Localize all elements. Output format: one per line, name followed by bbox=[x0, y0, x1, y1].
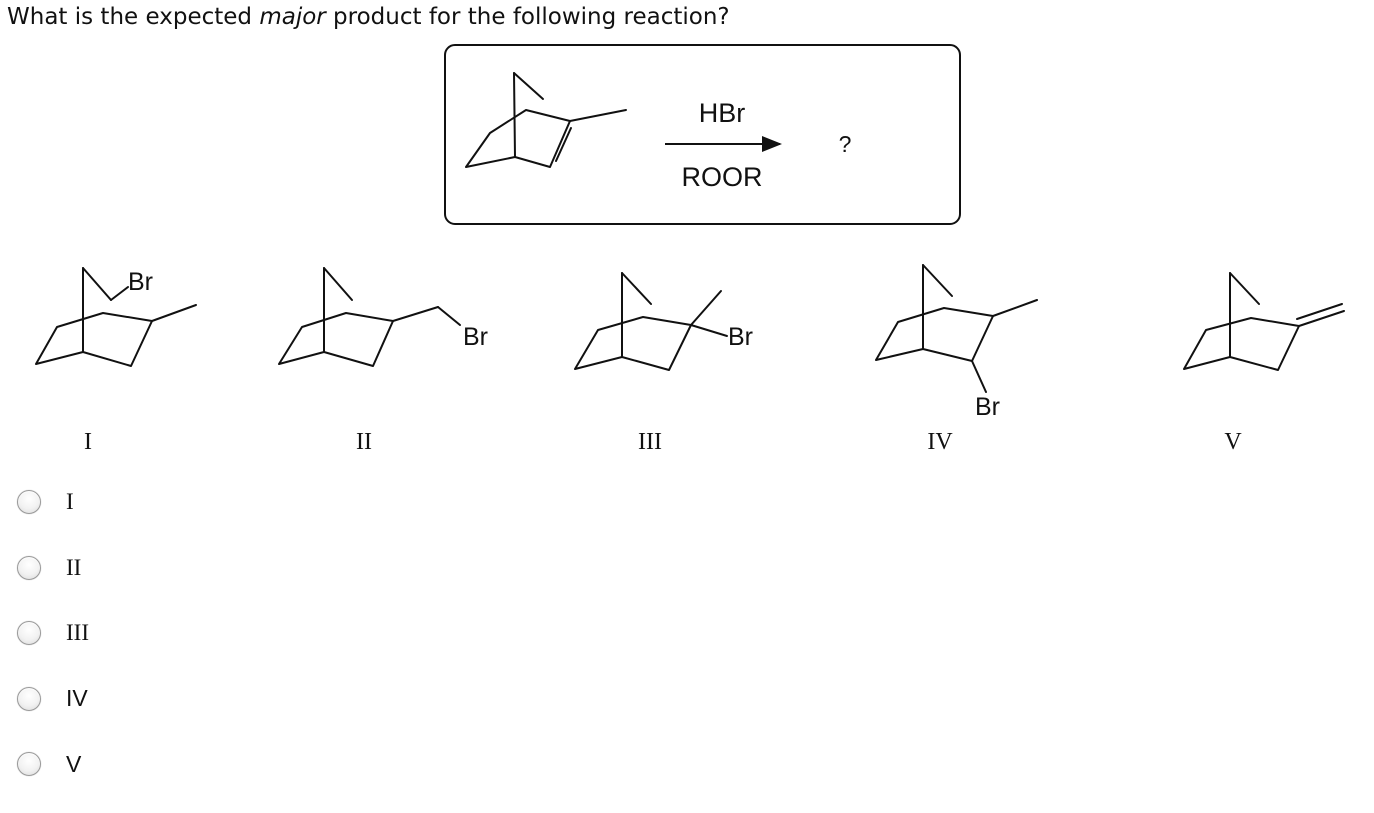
answer-label-i: I bbox=[66, 489, 74, 514]
answer-option-iii[interactable]: III bbox=[17, 616, 89, 650]
structure-v: V bbox=[1183, 272, 1345, 455]
question-text: What is the expected major product for t… bbox=[7, 4, 730, 30]
structure-ii-numeral: II bbox=[356, 429, 372, 455]
reactant-structure bbox=[465, 72, 627, 168]
product-question-mark: ? bbox=[839, 131, 852, 157]
answer-options: I II III IV V bbox=[17, 485, 89, 813]
radio-button-i[interactable] bbox=[17, 490, 41, 514]
structure-i-br-label: Br bbox=[128, 268, 153, 296]
structure-iv-numeral: IV bbox=[927, 429, 953, 455]
structure-v-numeral: V bbox=[1224, 429, 1242, 455]
structure-iii-br-label: Br bbox=[728, 323, 753, 351]
answer-option-iv[interactable]: IV bbox=[17, 682, 89, 716]
question-emphasis: major bbox=[259, 4, 326, 30]
answer-option-ii[interactable]: II bbox=[17, 551, 89, 585]
answer-label-iii: III bbox=[66, 620, 89, 645]
question-prefix: What is the expected bbox=[7, 4, 260, 30]
structure-ii: Br II bbox=[278, 267, 488, 455]
reagent-top: HBr bbox=[699, 98, 746, 128]
structure-i: Br I bbox=[35, 267, 197, 455]
answer-label-v: V bbox=[66, 750, 82, 777]
answer-label-iv: IV bbox=[66, 685, 88, 711]
reaction-box bbox=[444, 44, 961, 225]
structure-iii: Br III bbox=[574, 272, 753, 455]
answer-label-ii: II bbox=[66, 554, 82, 580]
answer-option-i[interactable]: I bbox=[17, 485, 89, 519]
answer-option-v[interactable]: V bbox=[17, 747, 89, 781]
structure-iv-br-label: Br bbox=[975, 393, 1000, 421]
structure-iv: Br IV bbox=[875, 264, 1038, 455]
radio-button-iv[interactable] bbox=[17, 686, 41, 711]
structure-i-numeral: I bbox=[84, 429, 92, 455]
structure-ii-br-label: Br bbox=[463, 323, 488, 351]
structure-iii-numeral: III bbox=[638, 429, 662, 455]
radio-button-v[interactable] bbox=[17, 752, 41, 776]
radio-button-iii[interactable] bbox=[17, 621, 41, 645]
radio-button-ii[interactable] bbox=[17, 555, 41, 580]
question-suffix: product for the following reaction? bbox=[325, 4, 730, 30]
reagent-bottom: ROOR bbox=[682, 162, 763, 192]
